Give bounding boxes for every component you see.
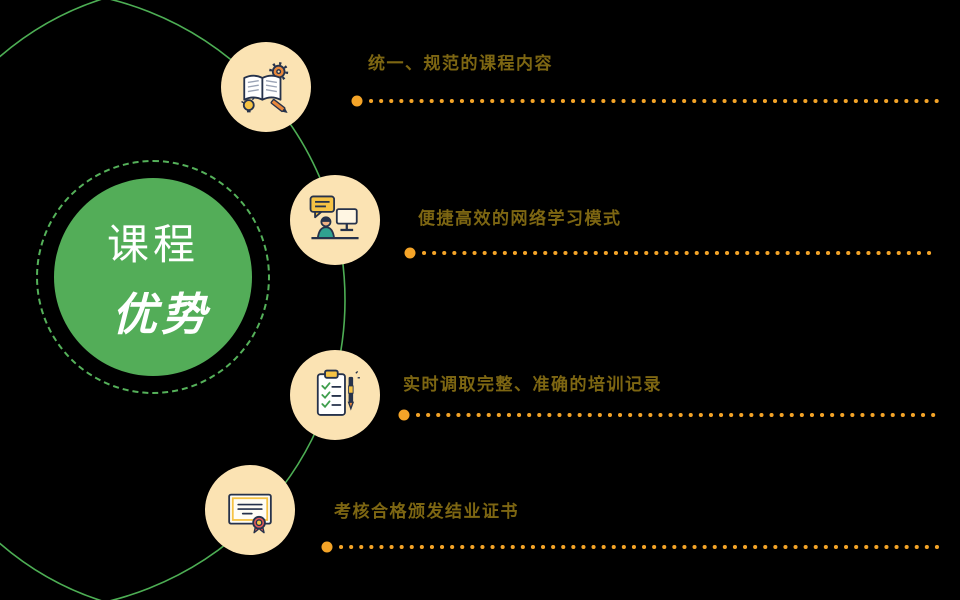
leader-dot-2 [404,247,416,259]
book-gear-icon [241,62,289,114]
item-4-icon-circle [205,465,295,555]
item-1-label: 统一、规范的课程内容 [368,54,553,74]
certificate-icon [228,493,272,534]
orbit-circle [109,0,346,600]
center-title-line2: 优势 [111,288,210,341]
center-circle: 课程 优势 [54,178,252,376]
online-learning-icon [309,195,359,240]
dotted-leader-lines [321,95,940,553]
center-title-line1: 课程 [106,220,199,269]
center-circle-dashed-ring: 课程 优势 [36,160,270,394]
item-3-label: 实时调取完整、准确的培训记录 [403,375,662,395]
leader-dot-4 [321,541,333,553]
corner-arc-bottom-left [0,542,102,600]
item-2-label: 便捷高效的网络学习模式 [418,209,622,229]
corner-arc-top-left [0,0,102,58]
leader-dot-3 [398,409,410,421]
green-orbit-arcs [0,0,346,600]
item-3-icon-circle [290,350,380,440]
item-2-icon-circle [290,175,380,265]
leader-dot-1 [351,95,363,107]
item-1-icon-circle [221,42,311,132]
item-4-label: 考核合格颁发结业证书 [334,502,519,522]
checklist-pen-icon [316,369,360,416]
